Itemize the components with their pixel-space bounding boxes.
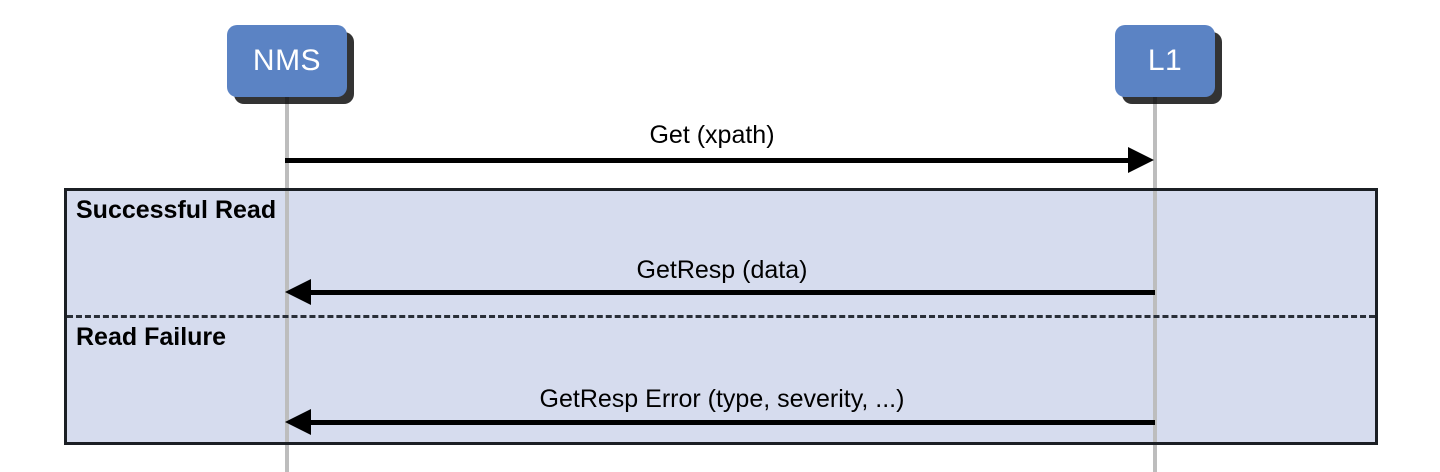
message-label-get-request: Get (xpath) — [649, 121, 775, 149]
arrowhead-get-request — [1128, 147, 1154, 173]
fragment-operand-label-read-failure: Read Failure — [76, 323, 227, 351]
arrowhead-getresp-data — [285, 279, 311, 305]
message-line-getresp-error — [311, 420, 1155, 425]
participant-nms-label: NMS — [252, 44, 322, 77]
participant-l1-label: L1 — [1147, 44, 1183, 77]
message-label-getresp-error: GetResp Error (type, severity, ...) — [539, 385, 905, 413]
arrowhead-getresp-error — [285, 409, 311, 435]
message-label-getresp-data: GetResp (data) — [636, 256, 808, 284]
participant-nms[interactable]: NMS — [227, 25, 347, 97]
fragment-operand-label-successful-read: Successful Read — [76, 196, 277, 224]
message-line-getresp-data — [311, 290, 1155, 295]
message-line-get-request — [285, 158, 1128, 163]
participant-l1[interactable]: L1 — [1115, 25, 1215, 97]
fragment-operand-separator — [67, 315, 1375, 318]
